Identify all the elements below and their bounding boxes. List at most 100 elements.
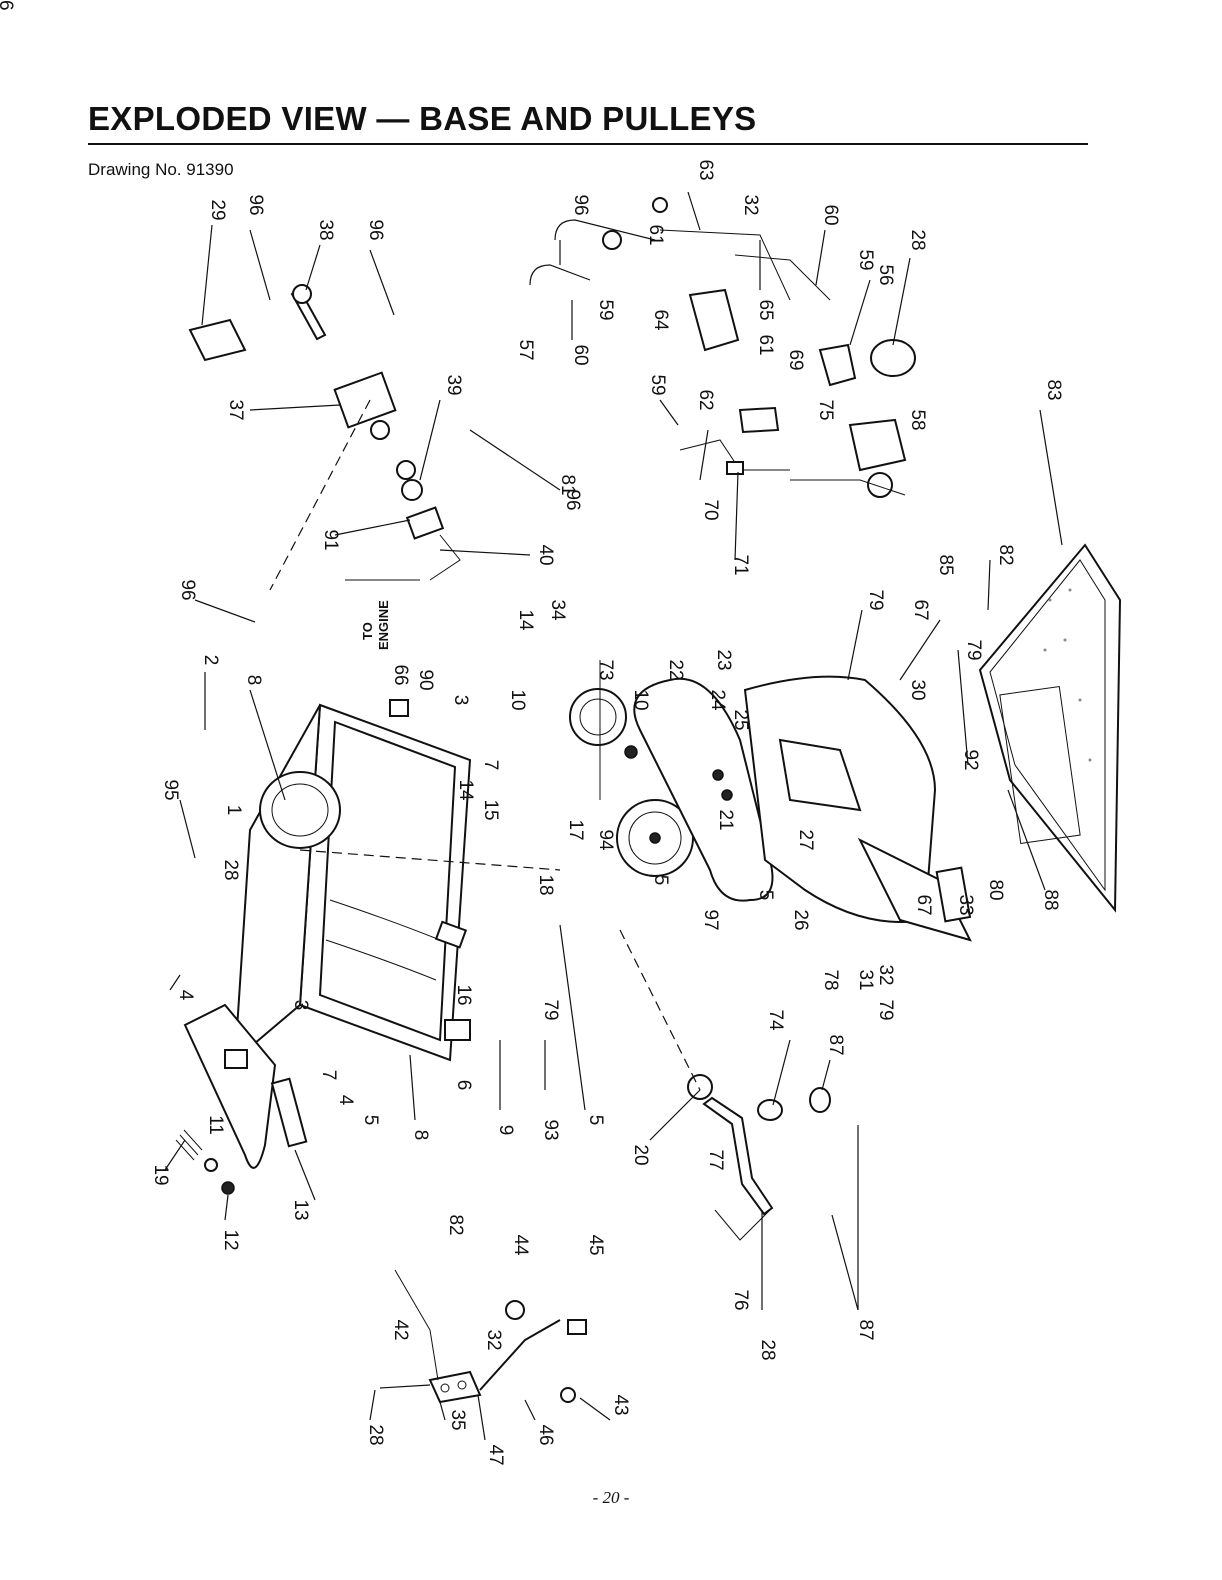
- callout-91: 91: [320, 529, 341, 550]
- pulley-assembly: [569, 677, 774, 902]
- callout-32: 32: [875, 964, 896, 985]
- callout-4: 4: [175, 990, 196, 1001]
- callout-5: 5: [360, 1115, 381, 1126]
- top-cover: [978, 543, 1122, 913]
- callout-37: 37: [225, 399, 246, 420]
- page-number: - 20 -: [592, 1488, 630, 1507]
- callout-75: 75: [815, 399, 836, 420]
- callout-96: 96: [562, 489, 583, 510]
- callout-40: 40: [535, 544, 556, 565]
- callout-44: 44: [510, 1234, 531, 1256]
- callout-9: 9: [495, 1125, 516, 1136]
- callout-35: 35: [447, 1409, 468, 1430]
- callout-90: 90: [415, 669, 436, 690]
- callout-34: 34: [547, 599, 568, 621]
- to-engine-label-line1: TO: [360, 622, 375, 640]
- callout-8: 8: [243, 675, 264, 686]
- callout-81: 81: [557, 474, 578, 495]
- linkage-assembly: [529, 197, 916, 498]
- callout-71: 71: [730, 554, 751, 575]
- callout-82: 82: [995, 544, 1016, 565]
- callout-78: 78: [820, 969, 841, 990]
- callout-10: 10: [507, 689, 528, 710]
- base-frame: [233, 699, 472, 1063]
- callout-14: 14: [455, 779, 476, 801]
- callout-28: 28: [907, 229, 928, 250]
- callout-87: 87: [825, 1034, 846, 1055]
- callout-76: 76: [730, 1289, 751, 1310]
- callout-10: 10: [630, 689, 651, 710]
- callout-59: 59: [855, 249, 876, 270]
- callout-87: 87: [855, 1319, 876, 1340]
- leader-lines: [164, 191, 1063, 1441]
- callout-77: 77: [705, 1149, 726, 1170]
- callout-2: 2: [200, 655, 221, 666]
- callout-94: 94: [595, 829, 616, 851]
- callout-28: 28: [757, 1339, 778, 1360]
- callout-28: 28: [220, 859, 241, 880]
- callout-63: 63: [695, 159, 716, 180]
- callout-28: 28: [365, 1424, 386, 1445]
- callout-82: 82: [445, 1214, 466, 1235]
- deck-housing: [743, 675, 972, 942]
- page-title: EXPLODED VIEW — BASE AND PULLEYS: [88, 100, 757, 137]
- left-lever: [175, 1003, 308, 1195]
- callout-36: 36: [0, 0, 16, 11]
- callout-74: 74: [765, 1009, 786, 1031]
- drawing-number: Drawing No. 91390: [88, 160, 234, 179]
- callout-45: 45: [585, 1234, 606, 1255]
- callout-58: 58: [907, 409, 928, 430]
- callout-60: 60: [570, 344, 591, 365]
- callout-30: 30: [907, 679, 928, 700]
- callout-21: 21: [715, 809, 736, 830]
- callout-6: 6: [453, 1080, 474, 1091]
- callout-66: 66: [390, 664, 411, 685]
- callout-5: 5: [755, 890, 776, 901]
- callout-8: 8: [410, 1130, 431, 1141]
- callout-5: 5: [650, 875, 671, 886]
- callout-38: 38: [315, 219, 336, 240]
- callout-59: 59: [595, 299, 616, 320]
- callout-25: 25: [730, 709, 751, 730]
- callout-7: 7: [480, 760, 501, 771]
- callout-13: 13: [290, 1199, 311, 1220]
- callout-88: 88: [1040, 889, 1061, 910]
- callout-22: 22: [665, 659, 686, 680]
- callout-31: 31: [855, 969, 876, 990]
- callout-85: 85: [935, 554, 956, 575]
- callout-93: 93: [540, 1119, 561, 1140]
- callout-16: 16: [453, 984, 474, 1005]
- callout-24: 24: [707, 689, 728, 711]
- callout-96: 96: [177, 579, 198, 600]
- callout-95: 95: [160, 779, 181, 800]
- callout-15: 15: [480, 799, 501, 820]
- callout-65: 65: [755, 299, 776, 320]
- callout-17: 17: [565, 819, 586, 840]
- to-engine-label-line2: ENGINE: [376, 600, 391, 650]
- callout-97: 97: [700, 909, 721, 930]
- callout-83: 83: [1043, 379, 1064, 400]
- callout-7: 7: [318, 1070, 339, 1081]
- callout-60: 60: [820, 204, 841, 225]
- callout-73: 73: [595, 659, 616, 680]
- callout-59: 59: [647, 374, 668, 395]
- callout-61: 61: [645, 224, 666, 245]
- callout-79: 79: [540, 999, 561, 1020]
- callout-19: 19: [150, 1164, 171, 1185]
- callout-27: 27: [795, 829, 816, 850]
- callout-67: 67: [910, 599, 931, 620]
- callout-3: 3: [450, 695, 471, 706]
- callout-61: 61: [755, 334, 776, 355]
- callout-80: 80: [985, 879, 1006, 900]
- callout-62: 62: [695, 389, 716, 410]
- callout-79: 79: [865, 589, 886, 610]
- callout-32: 32: [740, 194, 761, 215]
- callout-67: 67: [913, 894, 934, 915]
- callout-69: 69: [785, 349, 806, 370]
- callout-79: 79: [963, 639, 984, 660]
- callout-1: 1: [223, 805, 244, 816]
- callout-43: 43: [610, 1394, 631, 1415]
- callout-20: 20: [630, 1144, 651, 1165]
